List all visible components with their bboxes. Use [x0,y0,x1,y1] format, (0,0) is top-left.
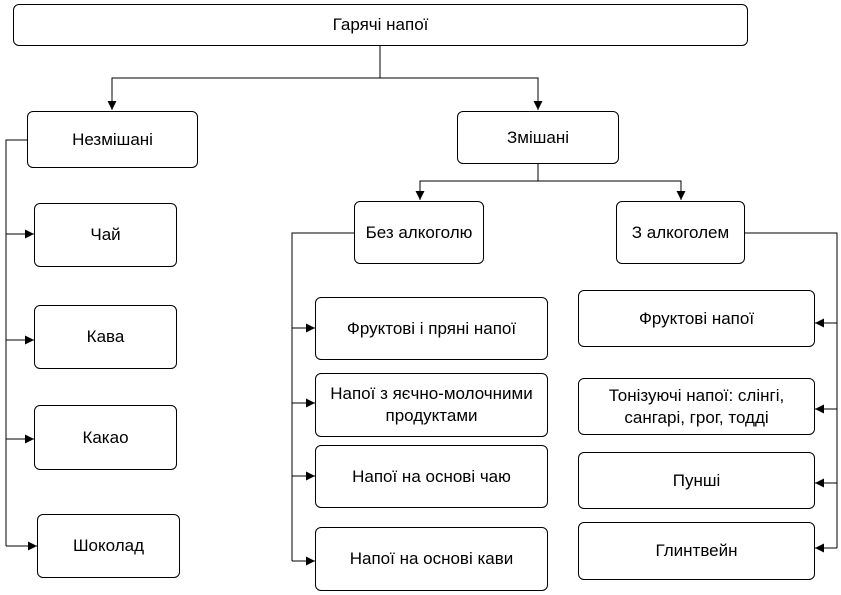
alcoholic-node: З алкоголем [616,201,745,264]
connector-mixed-alc [538,180,686,200]
root-node: Гарячі напої [13,4,748,46]
nonalc-item-egg-milk: Напої з яєчно-молочними продуктами [315,373,548,437]
alc-item-punch: Пунші [578,452,815,509]
connector-mixed-nonalc [415,164,539,200]
alc-item-tonic: Тонізуючі напої: слінгі, сангарі, грог, … [578,378,815,435]
nonalc-item-coffee-based: Напої на основі кави [315,527,548,591]
unmixed-item-tea: Чай [34,203,177,267]
unmixed-item-cocoa: Какао [34,405,177,470]
connector-unmixed-spine [5,139,28,546]
nonalc-item-fruit-spice: Фруктові і пряні напої [315,297,548,360]
non-alcoholic-node: Без алкоголю [354,201,484,264]
connector-alc-spine [745,232,838,548]
mixed-node: Змішані [457,111,619,164]
connector-root-unmixed [107,46,381,110]
nonalc-item-tea-based: Напої на основі чаю [315,445,548,508]
alc-item-mulled-wine: Глинтвейн [578,522,815,580]
connector-nonalc-spine [291,232,354,561]
unmixed-node: Незмішані [27,111,198,168]
alc-item-fruit: Фруктові напої [578,290,815,347]
connector-root-mixed [380,77,543,110]
unmixed-item-chocolate: Шоколад [37,514,180,578]
unmixed-item-coffee: Кава [34,305,177,369]
